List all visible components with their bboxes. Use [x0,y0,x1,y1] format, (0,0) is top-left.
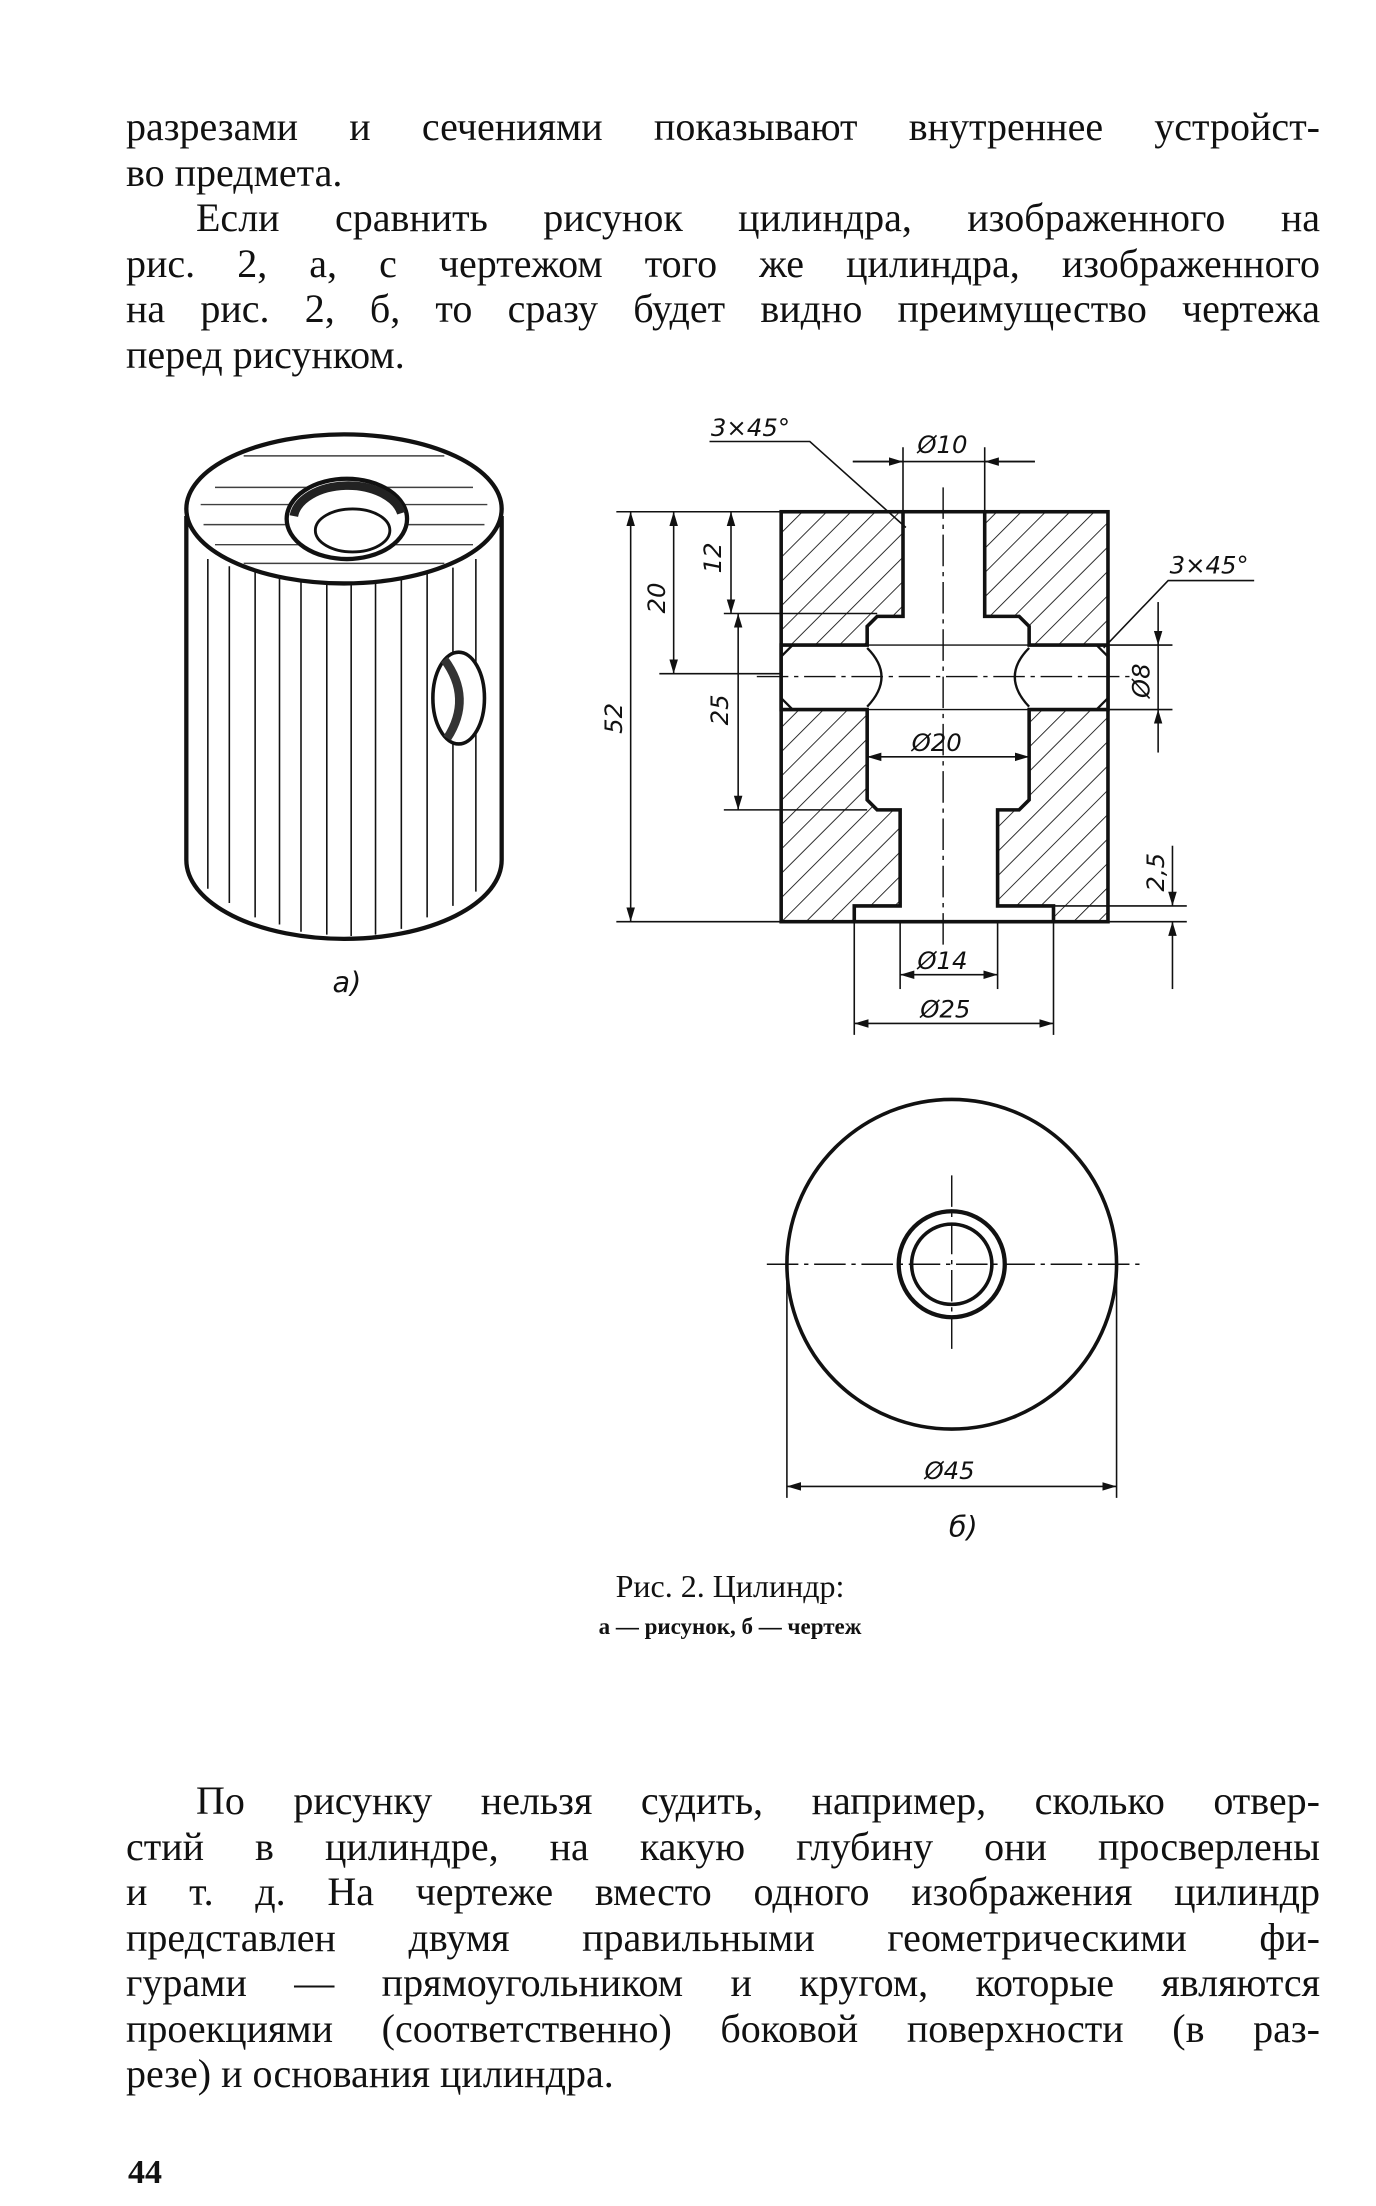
paragraph-bottom: По рисунку нельзя судить, например, скол… [126,1778,1320,2097]
dim-d14: Ø14 [916,946,967,975]
dim-chamfer-right: 3×45° [1170,550,1249,579]
dim-25: 25 [705,694,734,725]
text-line: и т. д. На чертеже вместо одного изображ… [126,1869,1320,1914]
section-view: 3×45° 3×45° Ø10 Ø20 Ø14 Ø25 Ø8 52 20 12 … [599,413,1255,1035]
top-view [766,1097,1140,1498]
text-line: По рисунку нельзя судить, например, скол… [196,1778,1320,1823]
dim-d45: Ø45 [924,1456,975,1485]
text-line: перед рисунком. [126,331,405,377]
dim-d10: Ø10 [916,430,967,459]
label-b: б) [949,1510,978,1544]
text-line: Если сравнить рисунок цилиндра, изображе… [196,195,1320,240]
text-line: гурами — прямоугольником и кругом, котор… [126,1960,1320,2005]
text-line: разрезами и сечениями показывают внутрен… [126,104,1320,149]
text-line: стий в цилиндре, на какую глубину они пр… [126,1823,1320,1869]
figure-caption-title: Рис. 2. Цилиндр: [615,1568,845,1604]
text-line: рис. 2, а, с чертежом того же цилиндра, … [126,240,1320,286]
dim-d20: Ø20 [911,728,962,757]
text-line: представлен двумя правильными геометриче… [126,1914,1320,1960]
dim-d25: Ø25 [919,995,970,1024]
dim-chamfer-top: 3×45° [711,413,790,442]
dim-20: 20 [642,583,671,614]
dim-52: 52 [599,703,628,734]
page-number: 44 [128,2154,162,2191]
dim-d8: Ø8 [1127,663,1156,699]
text-line: на рис. 2, б, то сразу будет видно преим… [126,286,1320,331]
label-a: а) [333,965,362,999]
cylinder-sketch [184,432,504,942]
text-line: проекциями (соответственно) боковой пове… [126,2005,1320,2051]
paragraph-top: разрезами и сечениями показывают внутрен… [126,104,1320,377]
dim-2-5: 2,5 [1141,853,1170,892]
figure-caption-sub: а — рисунок, б — чертеж [598,1614,862,1639]
text-line: резе) и основания цилиндра. [126,2051,614,2096]
text-line: во предмета. [126,149,343,195]
dim-12: 12 [698,542,727,573]
